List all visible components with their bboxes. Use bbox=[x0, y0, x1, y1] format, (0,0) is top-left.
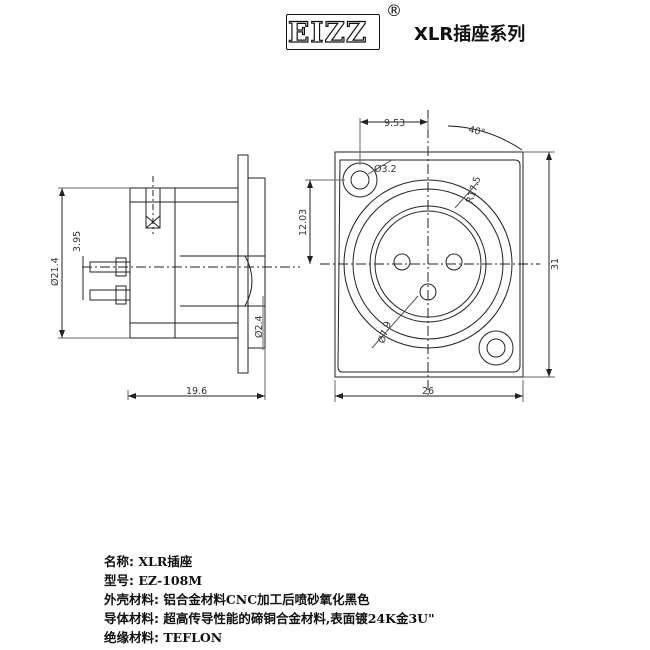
dim-angle: 40° bbox=[467, 124, 486, 139]
spec-row-insulation-material: 绝缘材料: TEFLON bbox=[104, 628, 624, 647]
spec-label: 导体材料: bbox=[104, 611, 159, 626]
spec-label: 外壳材料: bbox=[104, 592, 159, 607]
dim-pin-dia: Ø2.4 bbox=[254, 315, 265, 338]
technical-drawing: Ø21.4 3.95 Ø2.4 19.6 9.53 40° Ø3.2 R17.5… bbox=[50, 110, 561, 402]
logo-frame bbox=[286, 14, 380, 50]
side-flange bbox=[237, 154, 249, 374]
registered-mark: ® bbox=[386, 1, 402, 20]
dim-vertical-offset: 12.03 bbox=[298, 209, 309, 236]
dim-pin-offset: 3.95 bbox=[72, 231, 83, 252]
spec-value: EZ-108M bbox=[138, 573, 203, 588]
brand-logo: EIZZ bbox=[287, 16, 368, 49]
dim-side-length: 19.6 bbox=[186, 386, 207, 397]
spec-value: TEFLON bbox=[163, 630, 223, 645]
dim-width: 26 bbox=[422, 386, 434, 397]
dim-height: 31 bbox=[550, 258, 561, 270]
contact-pin-2 bbox=[445, 253, 463, 271]
front-view bbox=[305, 110, 555, 402]
spec-value: XLR插座 bbox=[138, 554, 193, 569]
spec-label: 名称: bbox=[104, 554, 134, 569]
spec-label: 型号: bbox=[104, 573, 134, 588]
contact-pin-1 bbox=[393, 253, 411, 271]
spec-value: 超高传导性能的碲铜合金材料,表面镀24K金3U" bbox=[163, 611, 435, 626]
dim-hole-offset: 9.53 bbox=[384, 118, 405, 129]
dimension-arrows bbox=[59, 119, 552, 399]
mount-hole-bottom-right bbox=[478, 330, 514, 366]
series-title: XLR插座系列 bbox=[414, 24, 526, 45]
dim-body-dia: Ø7.9 bbox=[376, 320, 393, 345]
spec-row-name: 名称: XLR插座 bbox=[104, 552, 624, 571]
side-view bbox=[58, 154, 300, 400]
mount-hole-top-left bbox=[342, 162, 378, 198]
spec-value: 铝合金材料CNC加工后喷砂氧化黑色 bbox=[163, 592, 370, 607]
dim-side-height: Ø21.4 bbox=[50, 257, 61, 286]
spec-row-model: 型号: EZ-108M bbox=[104, 571, 624, 590]
spec-row-conductor-material: 导体材料: 超高传导性能的碲铜合金材料,表面镀24K金3U" bbox=[104, 609, 624, 628]
spec-label: 绝缘材料: bbox=[104, 630, 159, 645]
dim-hole-dia: Ø3.2 bbox=[374, 164, 397, 175]
spec-row-shell-material: 外壳材料: 铝合金材料CNC加工后喷砂氧化黑色 bbox=[104, 590, 624, 609]
dim-radius: R17.5 bbox=[464, 175, 483, 205]
header: EIZZ ® XLR插座系列 bbox=[0, 0, 650, 60]
spec-list: 名称: XLR插座 型号: EZ-108M 外壳材料: 铝合金材料CNC加工后喷… bbox=[104, 552, 624, 647]
solder-pin-lower bbox=[89, 289, 131, 301]
